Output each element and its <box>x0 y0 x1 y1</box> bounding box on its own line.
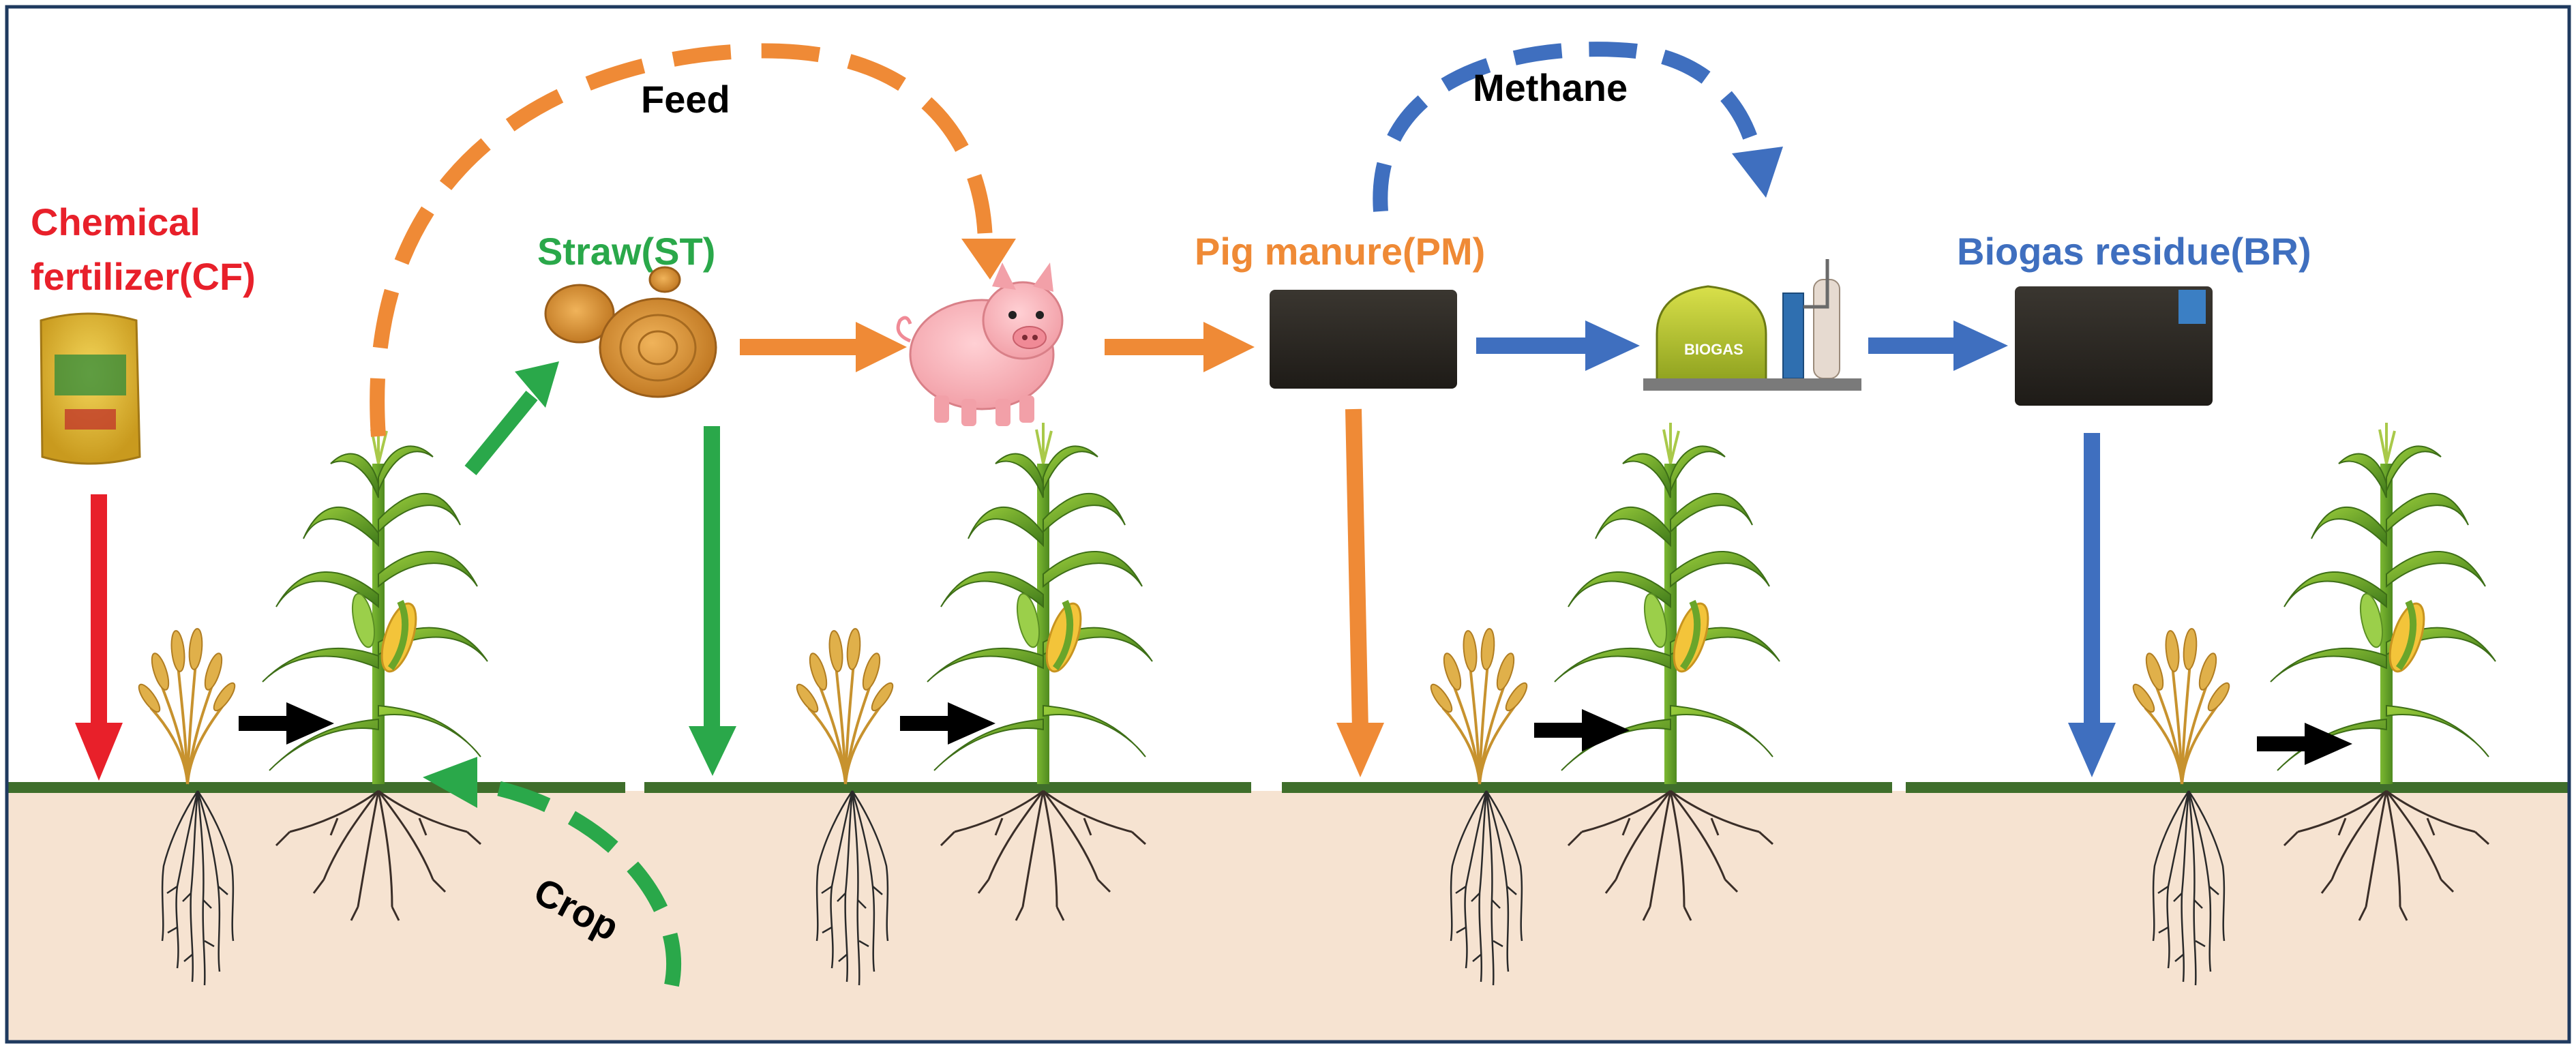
pig-manure-label: Pig manure(PM) <box>1195 230 1485 273</box>
black-arrow-icon <box>1534 709 1630 751</box>
soil <box>8 791 2568 1040</box>
wheat-icon <box>2128 627 2234 785</box>
black-arrow-icon <box>239 702 334 745</box>
chemical-fertilizer-label-line1: Chemical <box>31 200 200 243</box>
biogas-to-residue-arrow <box>1868 320 2008 371</box>
fertilizer-bag-icon <box>40 312 141 465</box>
pig-to-manure-arrow <box>1105 322 1255 372</box>
green-up-arrow <box>464 361 559 475</box>
arrowhead-icon <box>1732 147 1783 198</box>
grass-strip <box>8 782 2568 793</box>
biogas-residue-icon <box>2015 286 2213 406</box>
biogas-tank-label: BIOGAS <box>1684 341 1743 358</box>
frame-border <box>5 5 2571 1044</box>
biogas-plant-icon: BIOGAS <box>1643 259 1861 391</box>
residue-down-arrow <box>2068 433 2116 777</box>
maize-plant-icon <box>2271 423 2496 784</box>
manure-down-arrow <box>1336 408 1384 777</box>
arrowhead-icon <box>961 239 1016 280</box>
feed-flow: Feed <box>370 43 1016 437</box>
wheat-icon <box>1426 627 1532 785</box>
wheat-icon <box>134 627 240 785</box>
feed-label: Feed <box>641 78 730 121</box>
pig-icon <box>896 262 1064 426</box>
straw-label: Straw(ST) <box>537 230 715 273</box>
chemical-fertilizer-label-line2: fertilizer(CF) <box>31 255 256 298</box>
straw-to-pig-arrow <box>740 322 907 372</box>
biogas-residue-label: Biogas residue(BR) <box>1957 230 2311 273</box>
hay-bales-icon <box>544 266 717 398</box>
manure-to-biogas-arrow <box>1476 320 1640 371</box>
rotation-arrows <box>239 702 2352 765</box>
methane-label: Methane <box>1473 66 1628 109</box>
black-arrow-icon <box>900 702 995 745</box>
methane-flow: Methane <box>1373 42 1783 212</box>
arrowhead-icon <box>423 757 477 808</box>
straw-down-arrow <box>689 426 736 776</box>
manure-pile-icon <box>1270 290 1457 389</box>
cf-down-arrow <box>75 494 123 781</box>
black-arrow-icon <box>2257 723 2352 765</box>
wheat-icon <box>792 627 898 785</box>
